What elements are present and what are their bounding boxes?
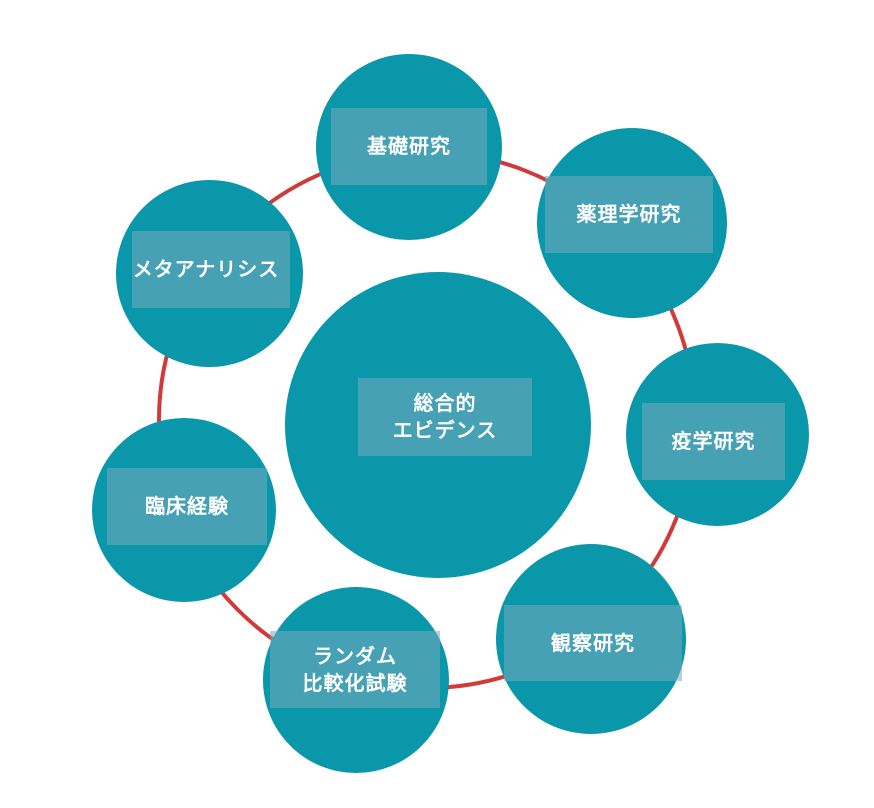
label-box-pharmacology: 薬理学研究: [545, 176, 713, 253]
label-box-rct: ランダム 比較化試験: [270, 631, 440, 708]
label-box-meta-analysis: メタアナリシス: [132, 231, 290, 308]
label-epidemiology: 疫学研究: [671, 429, 756, 453]
center-label-line1: 総合的: [413, 391, 477, 415]
label-box-clinical-experience: 臨床経験: [107, 468, 267, 545]
label-basic-research: 基礎研究: [367, 134, 451, 158]
label-pharmacology: 薬理学研究: [576, 202, 682, 226]
label-box-observational: 観察研究: [504, 605, 682, 681]
center-label-line2: エビデンス: [392, 418, 498, 442]
center-label-box: 総合的 エビデンス: [358, 378, 532, 456]
label-rct-line1: ランダム: [313, 643, 397, 668]
label-box-basic-research: 基礎研究: [331, 108, 487, 185]
label-box-epidemiology: 疫学研究: [642, 403, 785, 480]
label-clinical-experience: 臨床経験: [145, 494, 229, 518]
label-observational: 観察研究: [551, 630, 635, 655]
label-rct-line2: 比較化試験: [302, 670, 408, 695]
label-meta-analysis: メタアナリシス: [132, 257, 280, 281]
